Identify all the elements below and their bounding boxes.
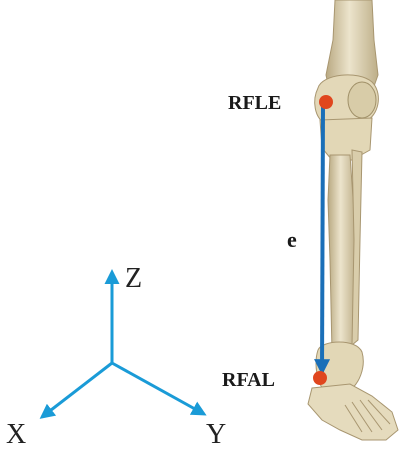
fibula-bone [352, 150, 362, 345]
tibia-head [320, 118, 372, 160]
rfle-landmark-dot [319, 95, 333, 109]
y-axis-label: Y [206, 419, 226, 449]
rfle-label: RFLE [228, 92, 281, 114]
rfal-label: RFAL [222, 369, 275, 391]
vector-e-label: e [287, 227, 297, 252]
tibia-bone [328, 155, 356, 352]
z-axis-label: Z [125, 263, 142, 294]
foot-bones [308, 384, 398, 440]
x-axis-label: X [6, 419, 26, 449]
coordinate-axes: Z X Y [6, 263, 226, 449]
y-axis-arrow [112, 363, 204, 414]
patella [348, 82, 376, 118]
vector-e-arrow [322, 103, 323, 372]
rfal-landmark-dot [313, 371, 327, 385]
x-axis-arrow [42, 363, 112, 417]
